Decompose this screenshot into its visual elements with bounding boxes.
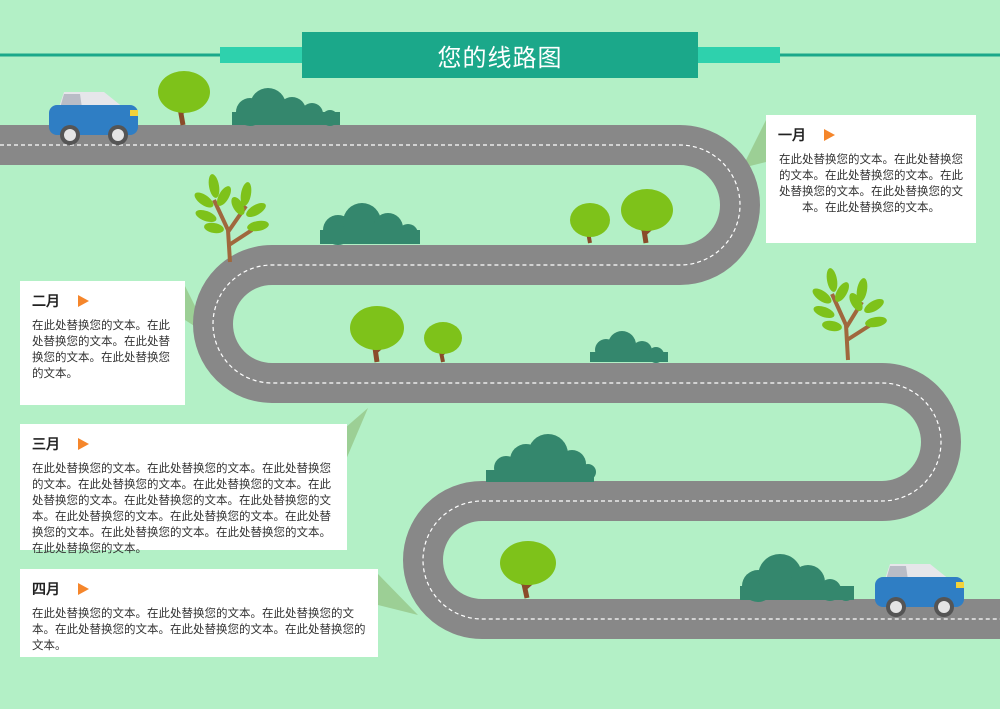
milestone-card-mar: 三月 在此处替换您的文本。在此处替换您的文本。在此处替换您的文本。在此处替换您的… bbox=[20, 424, 347, 555]
milestone-card-feb: 二月 在此处替换您的文本。在此处替换您的文本。在此处替换您的文本。在此处替换您的… bbox=[20, 281, 185, 405]
callout-pointer-apr bbox=[378, 574, 418, 615]
tree-leafy-1 bbox=[194, 174, 269, 263]
bush-2 bbox=[320, 203, 420, 245]
tree-leafy-2 bbox=[812, 268, 887, 361]
bush-1 bbox=[232, 88, 340, 126]
milestone-text: 在此处替换您的文本。在此处替换您的文本。在此处替换您的文本。在此处替换您的文本。 bbox=[32, 318, 170, 380]
tree-round-4 bbox=[350, 306, 404, 363]
play-arrow-icon bbox=[78, 438, 89, 450]
callout-pointer-mar bbox=[345, 408, 368, 462]
milestone-month: 四月 bbox=[32, 582, 60, 598]
tree-round-3 bbox=[621, 189, 673, 244]
play-arrow-icon bbox=[78, 295, 89, 307]
car-end bbox=[875, 564, 964, 617]
play-arrow-icon bbox=[824, 129, 835, 141]
play-arrow-icon bbox=[78, 583, 89, 595]
milestone-month: 三月 bbox=[32, 437, 60, 453]
tree-round-2 bbox=[570, 203, 610, 244]
tree-round-6 bbox=[500, 541, 556, 599]
title-tab-right bbox=[680, 47, 780, 63]
milestone-card-apr: 四月 在此处替换您的文本。在此处替换您的文本。在此处替换您的文本。在此处替换您的… bbox=[20, 569, 378, 657]
milestone-month: 二月 bbox=[32, 294, 60, 310]
tree-round-1 bbox=[158, 71, 210, 126]
tree-round-5 bbox=[424, 322, 462, 363]
road bbox=[0, 125, 1000, 639]
page-title: 您的线路图 bbox=[437, 43, 563, 72]
bush-4 bbox=[486, 434, 596, 482]
car-start bbox=[49, 92, 138, 145]
callout-pointer-jan bbox=[742, 120, 766, 168]
bush-3 bbox=[590, 331, 668, 363]
milestone-text: 在此处替换您的文本。在此处替换您的文本。在此处替换您的文本。在此处替换您的文本。… bbox=[779, 152, 963, 214]
title-tab-left bbox=[220, 47, 320, 63]
title-banner: 您的线路图 bbox=[302, 32, 698, 78]
milestone-text: 在此处替换您的文本。在此处替换您的文本。在此处替换您的文本。在此处替换您的文本。… bbox=[32, 606, 366, 652]
milestone-month: 一月 bbox=[778, 128, 806, 144]
milestone-card-jan: 一月 在此处替换您的文本。在此处替换您的文本。在此处替换您的文本。在此处替换您的… bbox=[766, 115, 976, 243]
bush-5 bbox=[740, 554, 854, 602]
milestone-text: 在此处替换您的文本。在此处替换您的文本。在此处替换您的文本。在此处替换您的文本。… bbox=[32, 461, 331, 555]
